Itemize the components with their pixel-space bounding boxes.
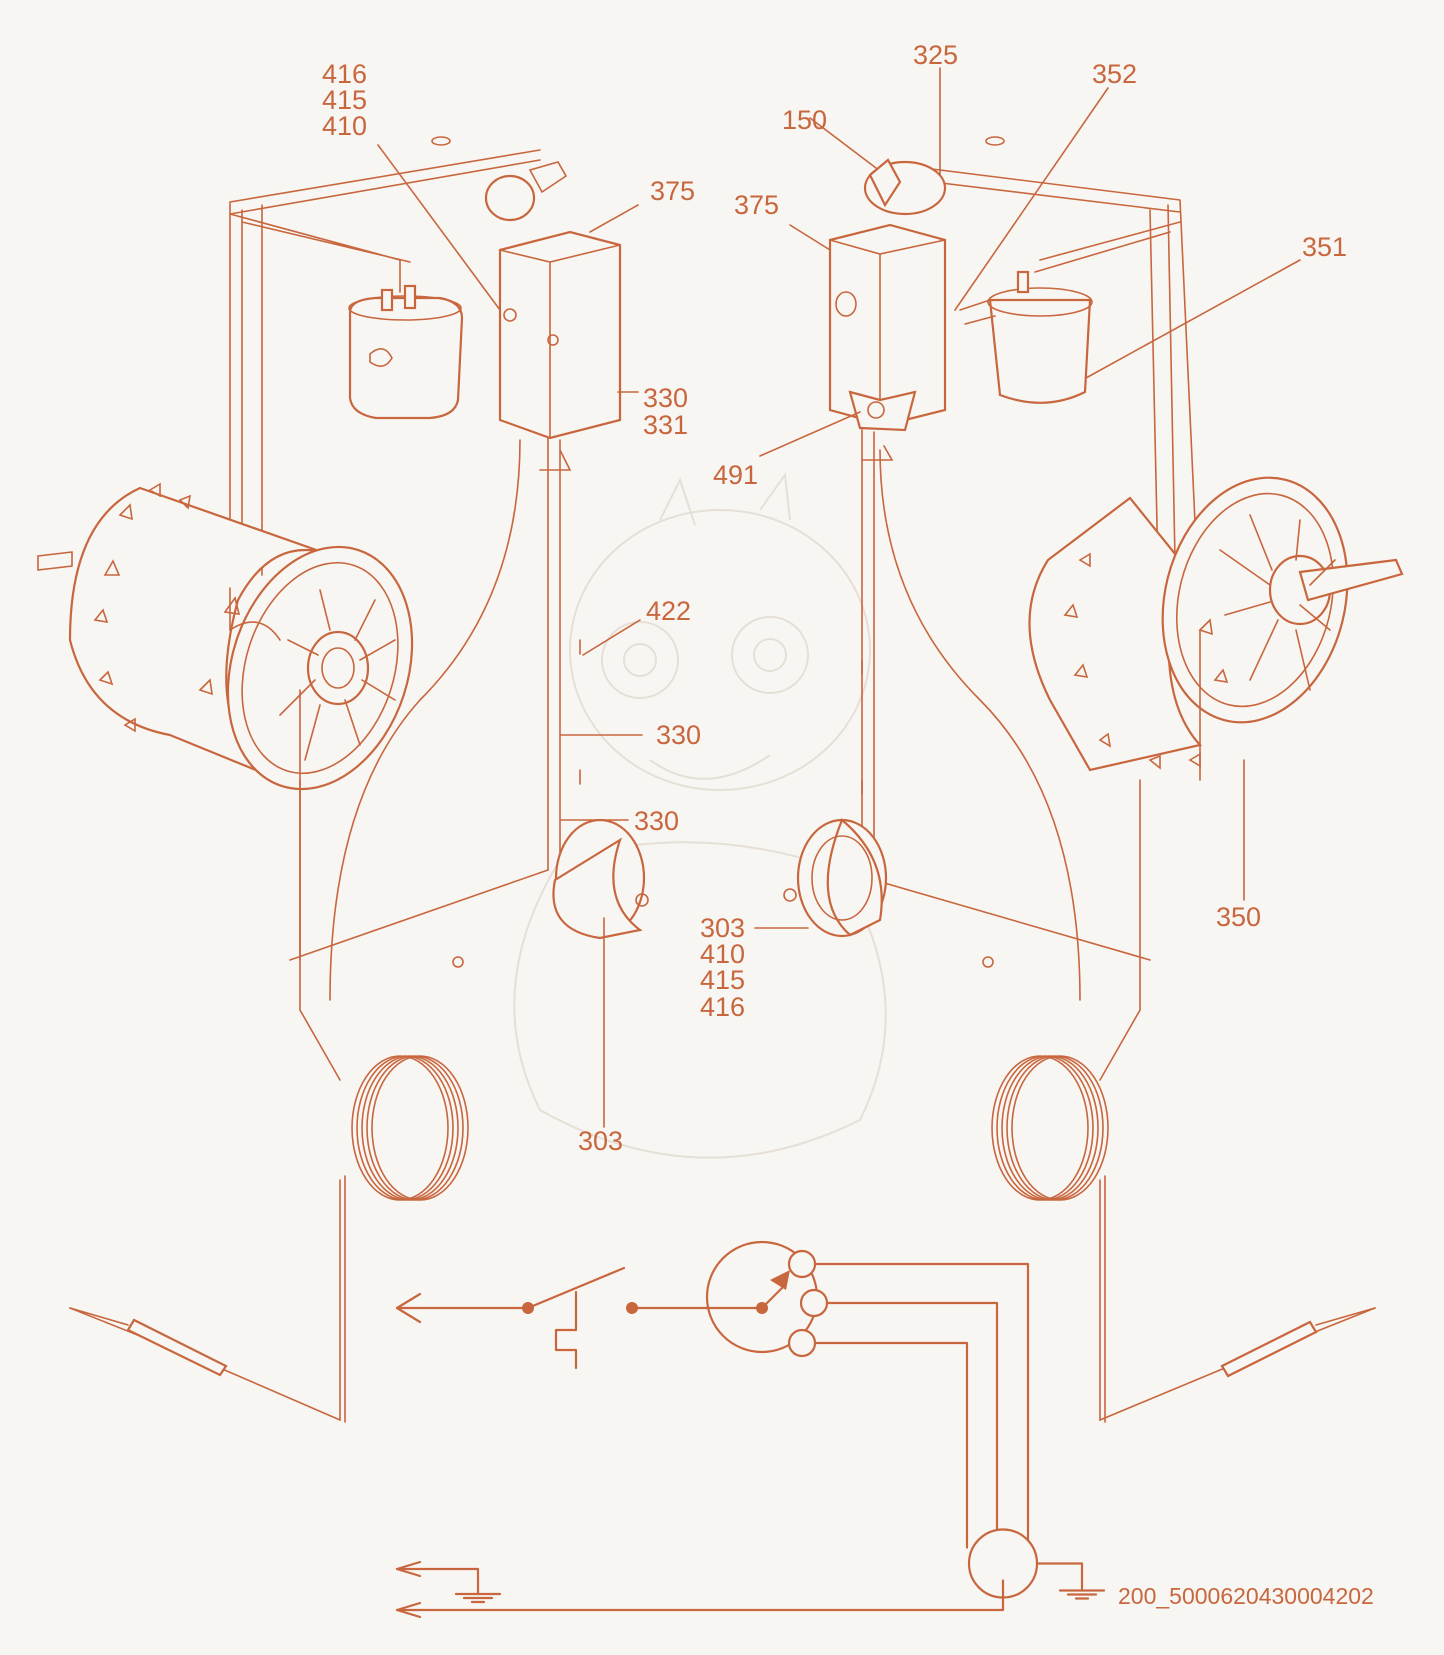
capillary-coil-right [991,1055,1109,1201]
callout-330-box: 330 [643,383,688,413]
right-assembly [783,136,1404,1423]
watermark-dragon-illustration [513,472,887,1159]
callout-415-right: 415 [700,965,745,995]
callout-410-left: 410 [322,111,367,141]
callout-416-left: 416 [322,59,367,89]
callout-labels: 416 415 410 375 330 331 422 330 330 303 … [322,40,1347,1156]
knob-150 [863,158,947,216]
callout-330-wire-2: 330 [634,806,679,836]
thermostat-303-left [552,818,649,940]
callout-350: 350 [1216,902,1261,932]
callout-375-right: 375 [734,190,779,220]
callout-375-left: 375 [650,176,695,206]
callout-303-left: 303 [578,1126,623,1156]
callout-150: 150 [782,105,827,135]
capillary-coil-left [351,1055,469,1201]
capacitor [348,284,464,420]
washer-right [985,136,1005,146]
left-assembly [37,136,649,1423]
rain-shield-351 [959,270,1093,404]
callout-410-right: 410 [700,939,745,969]
blower-motor-right [1028,476,1404,772]
switch-blade [526,1266,626,1310]
callout-331-box: 331 [643,410,688,440]
callout-415-left: 415 [322,85,367,115]
callout-422: 422 [646,596,691,626]
callout-330-wire-1: 330 [656,720,701,750]
top-switch-left [484,161,568,222]
thermostat-303-right [783,818,888,938]
callout-303-right: 303 [700,913,745,943]
schematic [395,1240,1106,1619]
washer-left [431,136,451,146]
callout-351: 351 [1302,232,1347,262]
control-box-left [498,230,622,440]
switch-actuator [554,1290,578,1370]
drawing-reference-number: 200_5000620430004202 [1118,1583,1374,1609]
callout-491: 491 [713,460,758,490]
sensor-bulb-right [1220,1307,1376,1378]
callout-325: 325 [913,40,958,70]
callout-352: 352 [1092,59,1137,89]
leader-lines [377,67,1301,1128]
control-box-right [828,223,947,432]
sensor-bulb-left [69,1307,228,1377]
callout-416-right: 416 [700,992,745,1022]
blower-motor-left [37,482,414,791]
